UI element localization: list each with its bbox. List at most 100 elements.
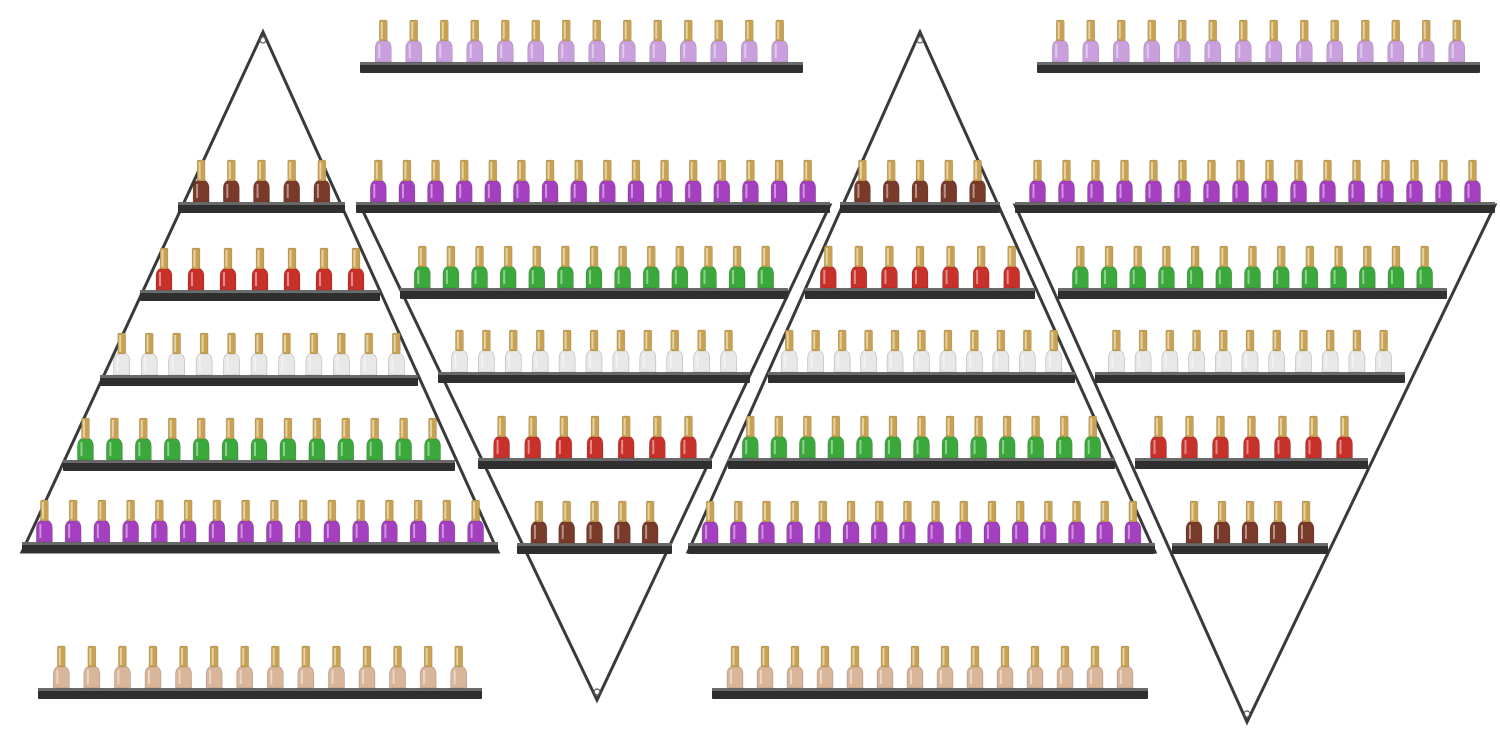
bottle-cap <box>144 332 154 355</box>
bottle-highlight <box>760 670 762 684</box>
polish-bottle <box>558 500 575 544</box>
cap-highlight <box>1024 332 1027 349</box>
shelf-edge <box>1172 543 1328 546</box>
cap-highlight <box>1074 503 1077 520</box>
bottle-cap <box>1030 645 1040 668</box>
cap-highlight <box>1009 248 1012 265</box>
bottle-body <box>493 435 510 459</box>
polish-bottle <box>728 245 746 289</box>
bottle-body <box>451 349 468 373</box>
bottle-cap <box>319 247 329 270</box>
polish-bottle <box>729 500 747 544</box>
polish-bottle <box>972 245 990 289</box>
polish-bottle <box>1204 19 1222 63</box>
bottle-highlight <box>441 524 444 538</box>
bottle-cap <box>1381 159 1390 182</box>
polish-bottle <box>151 499 168 543</box>
bottle-highlight <box>945 270 948 284</box>
cap-highlight <box>119 335 122 352</box>
bottle-highlight <box>774 184 777 198</box>
cap-highlight <box>303 648 306 665</box>
bottle-cap <box>241 499 250 522</box>
polish-bottle <box>1112 19 1130 63</box>
cap-highlight <box>386 502 389 519</box>
bottle-body <box>294 519 312 543</box>
bottle-highlight <box>459 184 462 198</box>
polish-bottle <box>799 159 816 203</box>
bottle-highlight <box>652 440 655 454</box>
bottle-body <box>1186 265 1204 289</box>
bottle-body <box>524 435 542 459</box>
polish-bottle <box>435 19 453 63</box>
bottle-cap <box>374 159 383 182</box>
bottle-cap <box>1162 245 1171 268</box>
cap-highlight <box>472 22 475 39</box>
bottle-cap <box>705 500 715 523</box>
bottle-body <box>1040 520 1057 544</box>
bottle-cap <box>148 645 158 668</box>
bottle-body <box>911 265 929 289</box>
bottle-highlight <box>254 442 256 456</box>
polish-bottle <box>442 245 460 289</box>
bottle-highlight <box>1247 270 1250 284</box>
bottle-highlight <box>355 524 358 538</box>
cap-highlight <box>747 162 750 179</box>
cap-highlight <box>225 250 228 267</box>
bottle-body <box>381 519 398 543</box>
bottle-body <box>876 665 894 689</box>
cap-highlight <box>161 250 164 267</box>
cap-highlight <box>1247 332 1250 349</box>
bottle-cap <box>1088 415 1097 438</box>
bottle-cap <box>393 645 402 668</box>
bottle-highlight <box>1264 184 1267 198</box>
bottle-cap <box>301 645 311 668</box>
cap-highlight <box>1238 162 1240 179</box>
bottle-cap <box>1149 159 1158 182</box>
bottle-cap <box>209 645 219 668</box>
polish-bottle <box>466 19 484 63</box>
bottle-body <box>557 39 575 63</box>
cap-highlight <box>726 332 729 349</box>
bottle-highlight <box>1325 354 1328 368</box>
bottle-body <box>466 39 484 63</box>
bottle-body <box>586 520 603 544</box>
bottle-cap <box>196 417 206 440</box>
polish-bottle <box>741 415 759 459</box>
polish-bottle <box>192 417 210 461</box>
bottle-body <box>786 665 804 689</box>
bottle-highlight <box>1006 270 1009 284</box>
polish-bottle <box>250 417 268 461</box>
polish-bottle <box>163 417 181 461</box>
bottle-body <box>1029 179 1046 203</box>
polish-bottle <box>833 329 851 373</box>
cap-highlight <box>1470 162 1472 179</box>
bottle-cap <box>199 332 209 355</box>
bottle-cap <box>784 329 794 352</box>
cap-highlight <box>1209 162 1211 179</box>
cap-highlight <box>618 332 621 349</box>
polish-bottle <box>1145 159 1162 203</box>
bottle-cap <box>223 247 233 270</box>
bottle-cap <box>1031 415 1040 438</box>
bottle-cap <box>1352 159 1361 182</box>
cap-highlight <box>169 420 172 437</box>
bottle-cap <box>1410 159 1419 182</box>
cap-highlight <box>886 248 889 265</box>
bottle-cap <box>1422 19 1431 42</box>
bottle-highlight <box>863 354 866 368</box>
polish-bottle <box>1087 159 1104 203</box>
cap-highlight <box>1191 503 1194 520</box>
bottle-cap <box>684 19 693 42</box>
bottle-body <box>315 267 333 291</box>
bottle-body <box>1448 39 1466 63</box>
cap-highlight <box>1194 332 1197 349</box>
polish-bottle <box>283 247 301 291</box>
cap-highlight <box>1163 248 1166 265</box>
cap-highlight <box>562 248 565 265</box>
bottle-highlight <box>1299 44 1302 58</box>
bottle-body <box>1295 349 1312 373</box>
cap-highlight <box>848 503 851 520</box>
bottle-cap <box>618 245 627 268</box>
bottle-highlight <box>915 270 917 284</box>
bottle-body <box>347 267 365 291</box>
